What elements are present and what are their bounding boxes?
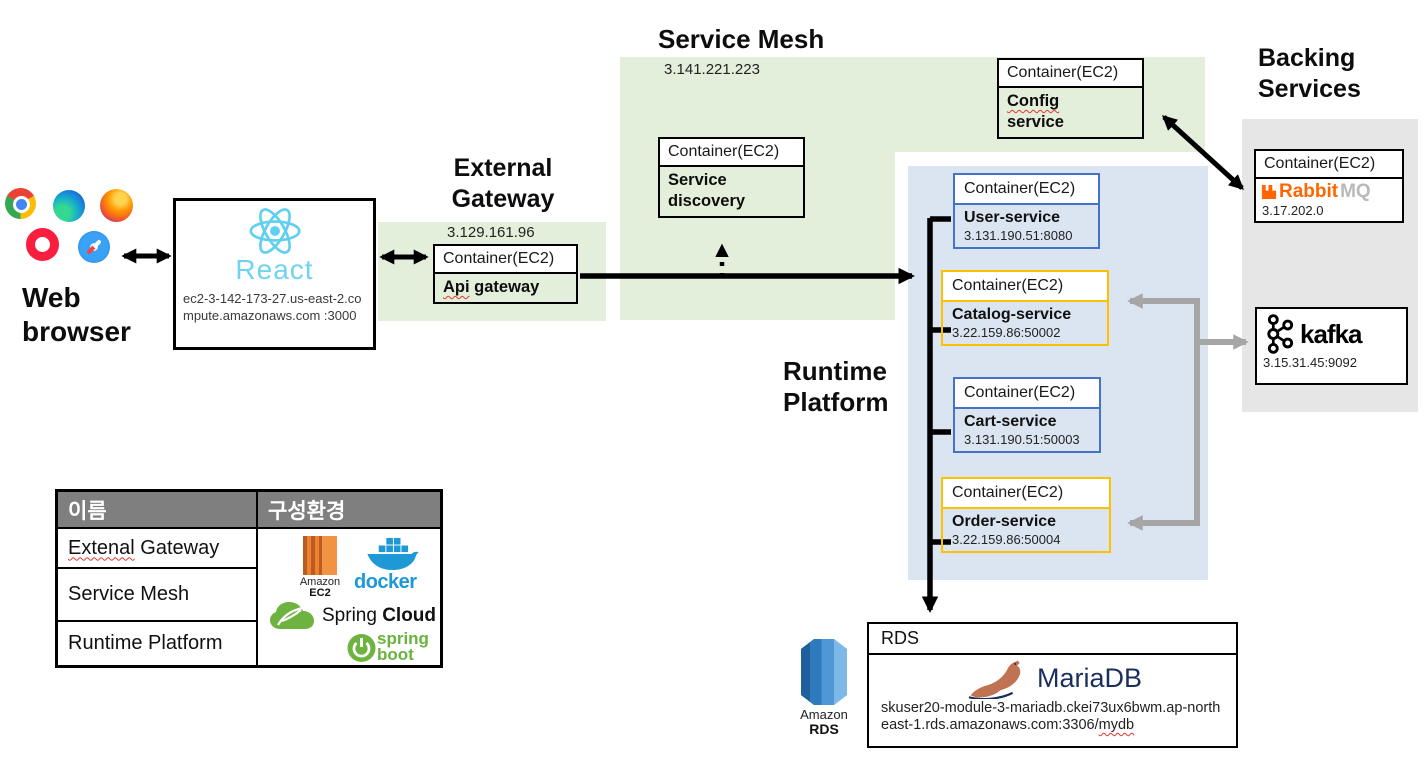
- firefox-icon: [100, 189, 133, 222]
- react-app-box: React ec2-3-142-173-27.us-east-2.compute…: [173, 198, 376, 350]
- backing-services-title: Backing Services: [1258, 44, 1361, 103]
- service-discovery-name: Service discovery: [668, 171, 746, 210]
- amazon-ec2-label: Amazon EC2: [299, 576, 341, 599]
- legend-header-name: 이름: [58, 492, 258, 529]
- safari-icon: [78, 231, 110, 263]
- container-header: Container(EC2): [999, 60, 1142, 88]
- service-name: Order-service: [952, 513, 1057, 530]
- external-gateway-ip: 3.129.161.96: [447, 224, 535, 241]
- rabbitmq-ip: 3.17.202.0: [1262, 203, 1324, 218]
- web-browser-label: Web browser: [22, 282, 131, 347]
- mariadb-brand: MariaDB: [1036, 662, 1143, 693]
- service-name: User-service: [964, 209, 1061, 226]
- container-header: Container(EC2): [435, 246, 576, 274]
- service-mesh-title: Service Mesh: [658, 24, 825, 54]
- runtime-platform-title: Runtime Platform: [783, 356, 889, 417]
- service-discovery-container: Container(EC2) Service discovery: [658, 137, 805, 218]
- rabbitmq-logo: [1261, 184, 1277, 200]
- service-name: Catalog-service: [952, 306, 1072, 323]
- api-gateway-name: Api gateway: [443, 278, 540, 296]
- service-address: 3.131.190.51:50003: [964, 432, 1080, 447]
- legend-table: 이름 구성환경 Extenal Gateway Amazon EC2 docke…: [55, 489, 443, 668]
- rds-label: RDS: [869, 624, 1236, 655]
- container-header: Container(EC2): [955, 379, 1099, 409]
- kafka-address: 3.15.31.45:9092: [1263, 355, 1357, 370]
- cart-service-container: Container(EC2) Cart-service 3.131.190.51…: [953, 377, 1101, 453]
- runtime-platform-panel: [908, 166, 1208, 580]
- container-header: Container(EC2): [1256, 151, 1402, 179]
- docker-logo: [367, 537, 419, 571]
- spring-cloud-label: Spring Cloud: [322, 605, 437, 626]
- rds-endpoint: skuser20-module-3-mariadb.ckei73ux6bwm.a…: [881, 700, 1221, 733]
- config-service-name: Config service: [1007, 92, 1064, 131]
- order-service-container: Container(EC2) Order-service 3.22.159.86…: [941, 477, 1111, 553]
- rabbitmq-brand: Rabbit: [1279, 181, 1339, 202]
- chrome-icon: [5, 188, 36, 219]
- amazon-rds-icon: [801, 639, 847, 705]
- amazon-ec2-icon: [303, 536, 337, 575]
- legend-row-runtime-platform: Runtime Platform: [58, 622, 258, 665]
- legend-header-env: 구성환경: [258, 492, 440, 529]
- edge-icon: [53, 190, 85, 222]
- legend-row-external-gateway: Extenal Gateway: [58, 529, 258, 569]
- spring-boot-logo: [347, 634, 376, 662]
- legend-env-cell: Amazon EC2 docker Spring Cloud: [258, 529, 440, 665]
- kafka-box: kafka 3.15.31.45:9092: [1255, 307, 1408, 385]
- spring-boot-label: spring boot: [377, 629, 429, 664]
- kafka-brand: kafka: [1300, 318, 1362, 349]
- docker-label: docker: [354, 571, 417, 593]
- user-service-container: Container(EC2) User-service 3.131.190.51…: [953, 173, 1100, 249]
- service-address: 3.22.159.86:50002: [952, 325, 1061, 340]
- mariadb-seal: [968, 660, 1021, 699]
- react-address: ec2-3-142-173-27.us-east-2.compute.amazo…: [183, 291, 362, 323]
- service-name: Cart-service: [964, 413, 1057, 430]
- catalog-service-container: Container(EC2) Catalog-service 3.22.159.…: [941, 270, 1109, 346]
- container-header: Container(EC2): [955, 175, 1098, 205]
- legend-row-service-mesh: Service Mesh: [58, 569, 258, 622]
- container-header: Container(EC2): [943, 479, 1109, 509]
- spring-cloud-logo: [270, 602, 314, 629]
- service-address: 3.131.190.51:8080: [964, 228, 1073, 243]
- amazon-rds-label: Amazon RDS: [800, 707, 848, 737]
- service-mesh-ip: 3.141.221.223: [664, 61, 760, 78]
- react-logo: [249, 208, 301, 254]
- rds-box: RDS MariaDB skuser20-module-3-mariadb.ck…: [867, 622, 1238, 748]
- external-gateway-title: External Gateway: [451, 154, 555, 213]
- config-service-container: Container(EC2) Config service: [997, 58, 1144, 139]
- service-address: 3.22.159.86:50004: [952, 532, 1061, 547]
- api-gateway-container: Container(EC2) Api gateway: [433, 244, 578, 304]
- react-brand: React: [235, 254, 314, 285]
- opera-icon: [26, 228, 59, 261]
- container-header: Container(EC2): [660, 139, 803, 167]
- kafka-logo: [1267, 314, 1294, 354]
- container-header: Container(EC2): [943, 272, 1107, 302]
